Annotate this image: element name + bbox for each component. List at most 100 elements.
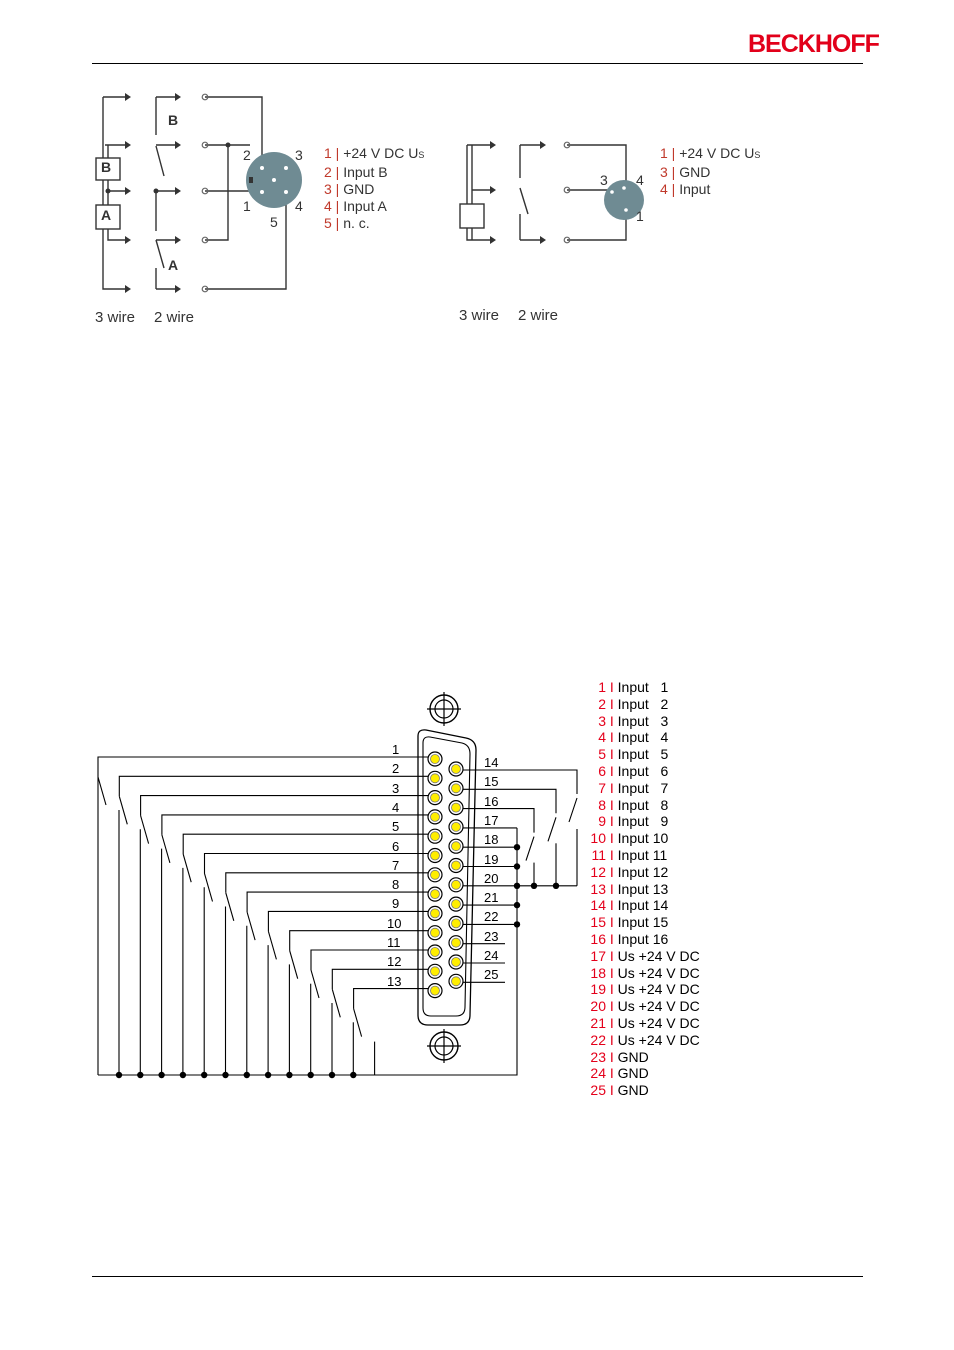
m12-legend-row: 5 | n. c. (324, 215, 370, 231)
junction-dot (264, 1071, 272, 1079)
dsub-pin-number-label: 17 (484, 812, 499, 828)
dsub-pin-number-label: 5 (392, 819, 400, 835)
switch-14 (568, 797, 578, 823)
pin-4-wire (161, 814, 428, 835)
dsub-legend-row: 9 I Input 9 (598, 813, 669, 830)
junction-dot (513, 901, 521, 909)
junction-dot (513, 844, 521, 851)
dsub-pin-24 (448, 954, 464, 970)
junction-dot (158, 1071, 165, 1079)
switch-3 (140, 815, 150, 844)
dsub-pin-number-label: 18 (484, 832, 499, 848)
m12-pin-2-num: 2 (243, 147, 251, 163)
dsub-pin-4 (427, 809, 443, 825)
m8-sensor-box (459, 203, 485, 229)
switch-b-label: B (168, 112, 179, 128)
junction-dot (513, 863, 521, 870)
m8-legend-row: 4 | Input (660, 181, 711, 197)
sensor-a-label: A (101, 207, 112, 223)
m8-pin-legend: 1 | +24 V DC US 3 | GND 4 | Input (660, 145, 760, 198)
m8-3wire-label: 3 wire (459, 307, 500, 324)
dsub-pin-20 (448, 877, 464, 893)
dsub-pin-number-label: 24 (484, 948, 499, 963)
dsub-legend-row: 19 I Us +24 V DC (590, 981, 700, 998)
dsub-legend-row: 11 I Input 11 (591, 846, 668, 863)
dsub-legend-row: 16 I Input 16 (590, 930, 669, 947)
dsub-pin-number-label: 11 (387, 935, 401, 950)
m12-pin-3-num: 3 (295, 147, 303, 163)
dsub-legend-row: 15 I Input 15 (590, 914, 669, 931)
dsub-legend-row: 7 I Input 7 (598, 779, 669, 796)
dsub-legend-row: 20 I Us +24 V DC (590, 998, 700, 1015)
m12-2wire-label: 2 wire (154, 309, 195, 326)
dsub-pin-number-label: 1 (392, 742, 400, 757)
dsub-legend-row: 22 I Us +24 V DC (590, 1031, 700, 1048)
pin-11-wire (310, 949, 428, 970)
pin-1-wire (97, 756, 428, 777)
dsub-pin-25 (448, 973, 464, 989)
pin-7-wire (225, 872, 428, 893)
dsub-pin-number-label: 15 (484, 774, 499, 790)
pin-3-wire (140, 795, 428, 816)
junction-dot (552, 882, 560, 889)
dsub-pin-number-label: 25 (484, 967, 499, 983)
dsub-pin-number-label: 7 (392, 857, 400, 873)
sensor-b-box (95, 157, 121, 181)
dsub-legend-row: 13 I Input 13 (590, 880, 669, 897)
dsub-pin-9 (427, 905, 443, 922)
footer-rule (92, 1276, 863, 1277)
pin-5-wire (182, 833, 428, 855)
pin-10-wire (289, 930, 428, 951)
dsub-pin-number-label: 20 (484, 870, 499, 886)
m12-legend-row: 1 | +24 V DC US (324, 145, 425, 161)
dsub-pin-number-label: 6 (392, 838, 400, 854)
dsub-legend-row: 25 I GND (590, 1082, 649, 1099)
dsub-pin-number-label: 4 (392, 799, 400, 815)
m12-legend-row: 3 | GND (324, 181, 375, 197)
sensor-a-box (95, 204, 121, 230)
m8-pin-3-num: 3 (600, 172, 608, 188)
dsub-legend-row: 2 I Input 2 (598, 695, 669, 712)
switch-12 (331, 989, 341, 1018)
pin-2-wire (118, 775, 428, 797)
dsub-legend-row: 21 I Us +24 V DC (590, 1014, 700, 1031)
pin-13-wire (353, 988, 428, 1009)
dsub-pin-8 (427, 886, 443, 902)
dsub-legend-row: 18 I Us +24 V DC (590, 964, 700, 981)
pin-14-wire (463, 769, 578, 794)
junction-dot (222, 1071, 229, 1079)
common-bus (98, 924, 518, 1076)
pin-8-wire (246, 891, 428, 913)
mounting-screw-top (427, 692, 461, 726)
dsub-legend-row: 4 I Input 4 (598, 729, 669, 746)
dsub-pin-number-label: 22 (484, 909, 499, 925)
pin-6-wire (203, 852, 428, 874)
m12-pin-5-num: 5 (270, 214, 278, 230)
dsub-legend-row: 5 I Input 5 (598, 746, 669, 763)
junction-dot (530, 882, 538, 889)
dsub-pin-number-label: 2 (392, 761, 400, 777)
dsub-pin-11 (427, 944, 443, 960)
dsub-pin-number-label: 19 (484, 851, 499, 867)
dsub-legend-row: 1 I Input 1 (598, 679, 669, 695)
dsub-pin-19 (448, 857, 464, 874)
switch-6 (203, 873, 214, 902)
dsub-pin-number-label: 12 (387, 954, 402, 970)
dsub-pin-16 (448, 799, 464, 816)
junction-dot (243, 1071, 250, 1079)
dsub-pin-number-label: 14 (484, 755, 499, 770)
junction-dot (513, 882, 521, 889)
m12-pin-4-num: 4 (295, 198, 303, 214)
m8-pin-1-num: 1 (636, 208, 644, 224)
switch-16 (525, 836, 535, 861)
dsub-pin-5 (427, 828, 443, 844)
switch-15 (547, 817, 557, 842)
dsub-legend-row: 6 I Input 6 (598, 762, 669, 779)
junction-dot (286, 1071, 293, 1079)
dsub-pin-number-label: 21 (484, 890, 499, 906)
switch-a-label: A (168, 257, 179, 273)
dsub-pin-3 (427, 789, 443, 806)
dsub-pin-number-label: 3 (392, 780, 400, 796)
